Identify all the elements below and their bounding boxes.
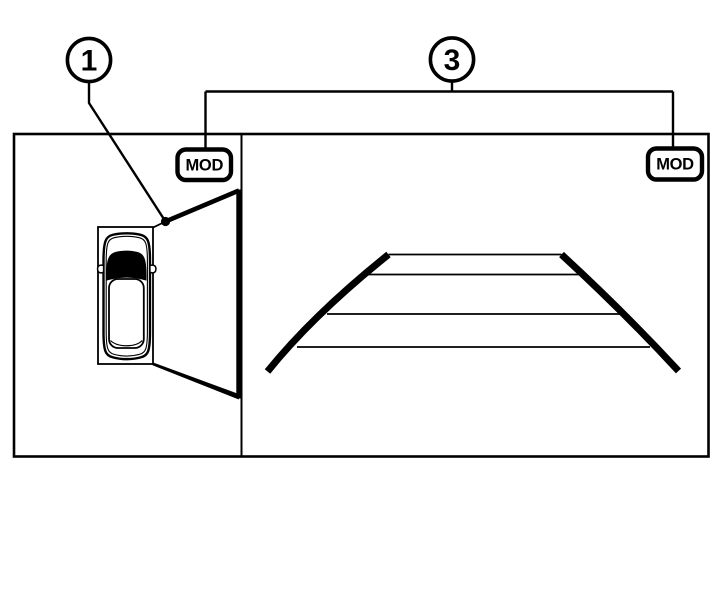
car-left-mirror-icon [96,264,105,274]
mod-badge-left-frame[interactable] [175,147,234,183]
car-right-mirror-icon [149,264,157,274]
birds-eye-view-pane [96,188,241,400]
callout-1-label: 1 [81,45,98,78]
callout-1: 1 [65,36,171,227]
car-windshield [106,250,147,281]
callout-1-leader-line [87,81,167,223]
car-rear-window-line [110,340,143,347]
detection-zone-top-line [164,188,240,224]
detection-zone-bottom-line [152,362,239,400]
guide-side-line-left [264,251,391,374]
callout-3: 3 [204,36,675,150]
guide-side-line-right [559,251,682,374]
callout-3-circle [428,36,476,83]
rear-view-guide-lines [264,251,682,374]
rear-view-pane [264,251,682,374]
callout-1-circle [65,36,113,84]
callout-1-dot [160,216,171,227]
car-cabin [108,278,145,349]
car-top-view [96,232,157,361]
mod-badge-left-label: MOD [185,157,223,175]
mod-badge-right-frame[interactable] [645,146,705,182]
mod-badge-right[interactable]: MOD [645,146,705,182]
callout-3-label: 3 [444,44,461,77]
callout-3-bracket-line [204,81,675,150]
parking-space-box [97,226,154,365]
car-body-inner-line [105,235,148,357]
mod-badge-left[interactable]: MOD [175,147,234,183]
mod-badge-right-label: MOD [656,156,694,174]
